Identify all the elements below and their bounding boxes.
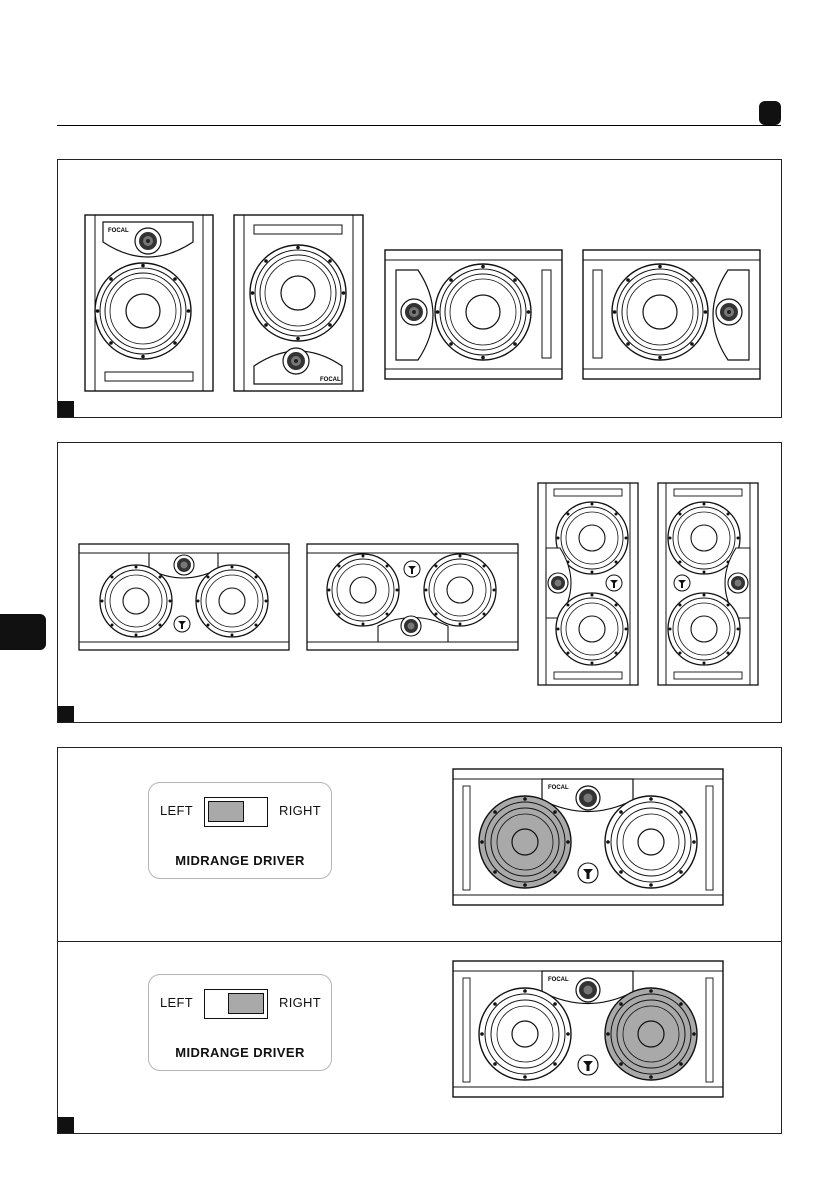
woofer-icon — [250, 245, 346, 341]
header-rule — [57, 125, 781, 126]
speaker-horizontal-tweeter-left — [385, 250, 562, 379]
tweeter-grille-icon — [174, 555, 194, 575]
figure-1-speakers: FOCAL FOCAL — [58, 160, 783, 419]
woofer-icon — [100, 565, 172, 637]
focal-logo-icon — [174, 616, 190, 632]
woofer-icon — [327, 554, 399, 626]
page-corner-tab — [759, 101, 781, 125]
woofer-icon — [95, 263, 191, 359]
speaker-right-driver-active: FOCAL — [453, 961, 723, 1097]
figure-1-marker — [58, 401, 74, 417]
speaker-horizontal-tweeter-right — [583, 250, 760, 379]
figure-2-marker — [58, 706, 74, 722]
woofer-icon — [605, 796, 697, 888]
woofer-icon — [196, 565, 268, 637]
tweeter-grille-icon — [576, 786, 600, 810]
woofer-icon — [605, 988, 697, 1080]
woofer-icon — [612, 264, 708, 360]
speaker-vertical-tweeter-right — [658, 483, 758, 685]
speaker-vertical-tweeter-left — [538, 483, 638, 685]
svg-text:FOCAL: FOCAL — [548, 977, 569, 983]
tweeter-grille-icon — [716, 299, 742, 325]
tweeter-grille-icon — [283, 348, 309, 374]
figure-2-panel — [57, 442, 782, 723]
svg-text:FOCAL: FOCAL — [320, 377, 341, 383]
tweeter-grille-icon — [548, 573, 568, 593]
focal-logo-icon — [674, 575, 690, 591]
svg-text:FOCAL: FOCAL — [548, 785, 569, 791]
speaker-center-tweeter-bottom — [307, 544, 518, 650]
woofer-icon — [479, 796, 571, 888]
tweeter-grille-icon — [728, 573, 748, 593]
figure-1-panel: FOCAL FOCAL — [57, 159, 782, 418]
woofer-icon — [424, 554, 496, 626]
figure-2-speakers — [58, 443, 783, 724]
speaker-center-tweeter-top — [79, 544, 289, 650]
woofer-icon — [556, 593, 628, 665]
speaker-vertical-tweeter-bottom: FOCAL — [234, 215, 363, 391]
figure-3-marker — [58, 1117, 74, 1133]
section-side-tab — [0, 614, 46, 650]
woofer-icon — [435, 264, 531, 360]
focal-logo-icon — [404, 561, 420, 577]
woofer-icon — [668, 593, 740, 665]
tweeter-grille-icon — [401, 299, 427, 325]
focal-logo-icon — [578, 863, 598, 883]
speaker-left-driver-active: FOCAL — [453, 769, 723, 905]
svg-text:FOCAL: FOCAL — [108, 228, 129, 234]
tweeter-grille-icon — [401, 616, 421, 636]
focal-logo-icon — [578, 1055, 598, 1075]
tweeter-grille-icon — [135, 228, 161, 254]
tweeter-grille-icon — [576, 978, 600, 1002]
woofer-icon — [479, 988, 571, 1080]
focal-logo-icon — [606, 575, 622, 591]
speaker-vertical-tweeter-top: FOCAL — [85, 215, 213, 391]
figure-3-speakers: FOCAL FOCAL — [58, 748, 783, 1135]
figure-3-panel: LEFT RIGHT MIDRANGE DRIVER LEFT RIGHT MI… — [57, 747, 782, 1134]
